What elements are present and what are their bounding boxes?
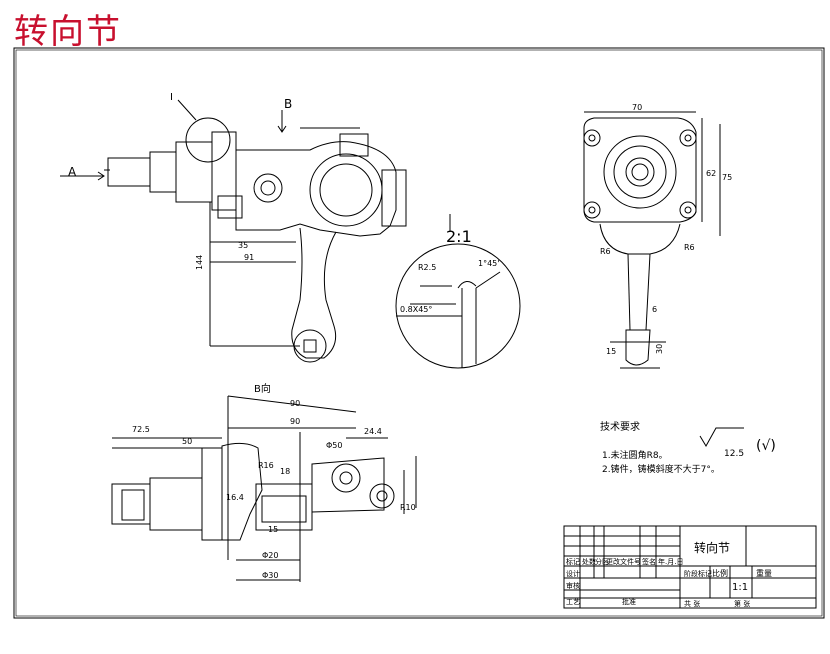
outer-frame xyxy=(13,47,825,619)
dim-6: 6 xyxy=(652,305,657,314)
title-block-row-design: 设计 xyxy=(566,569,580,578)
roughness-value: 12.5 xyxy=(724,449,744,459)
dim-30: 30 xyxy=(655,344,664,354)
title-block-scale-label: 比例 xyxy=(712,568,728,578)
title-block-row-mark: 标记 xyxy=(566,557,580,566)
view-b-label: B向 xyxy=(254,382,271,395)
dim-r6-right: R6 xyxy=(684,243,695,252)
notes-item-2: 2.铸件，铸模斜度不大于7°。 xyxy=(602,463,720,475)
roughness-check: (√) xyxy=(756,438,776,454)
callout-i-label: I xyxy=(170,92,173,103)
dim-72-5: 72.5 xyxy=(132,425,150,434)
dim-r10: R10 xyxy=(400,503,416,512)
roughness-symbol xyxy=(699,427,744,447)
dim-phi30: Φ30 xyxy=(262,571,278,580)
view-b xyxy=(111,395,417,582)
title-block-sheets: 共 张 xyxy=(684,599,700,608)
dim-35: 35 xyxy=(238,241,248,250)
notes-item-1: 1.未注圆角R8。 xyxy=(602,449,668,461)
title-block-scale: 1:1 xyxy=(732,582,748,593)
title-block-row-review: 审核 xyxy=(566,581,580,590)
title-block-part-name: 转向节 xyxy=(694,540,730,555)
dim-detail-08: 0.8X45° xyxy=(400,305,432,314)
dim-16-4: 16.4 xyxy=(226,493,244,502)
dim-r6-left: R6 xyxy=(600,247,611,256)
title-block-sheet-no: 第 张 xyxy=(734,599,750,608)
front-view xyxy=(60,99,407,363)
detail-view-i xyxy=(395,214,521,369)
dim-15-b: 15 xyxy=(268,525,278,534)
title-block-col-count: 处数 xyxy=(582,557,596,566)
dim-24-4: 24.4 xyxy=(364,427,382,436)
dim-144: 144 xyxy=(195,255,204,270)
dim-15: 15 xyxy=(606,347,616,356)
title-block-qty-label: 重量 xyxy=(756,568,772,578)
arrow-b-label: B xyxy=(284,97,292,111)
title-block-approve: 批准 xyxy=(622,597,636,606)
dim-70: 70 xyxy=(632,103,642,112)
detail-scale-label: 2:1 xyxy=(446,227,472,246)
title-block xyxy=(563,525,817,609)
title-block-row-process: 工艺 xyxy=(566,598,580,606)
detail-circle-i xyxy=(185,117,231,163)
dim-r16: R16 xyxy=(258,461,274,470)
dim-phi50: Φ50 xyxy=(326,441,342,450)
dim-r2-5: R2.5 xyxy=(418,263,436,272)
title-block-col-zone: 分区 xyxy=(595,557,609,566)
inner-frame xyxy=(15,49,823,617)
dim-91: 91 xyxy=(244,253,254,262)
title-block-stage: 阶段标记 xyxy=(684,569,712,578)
notes-heading: 技术要求 xyxy=(600,420,640,433)
dim-50: 50 xyxy=(182,437,192,446)
dim-90b: 90 xyxy=(290,417,300,426)
dim-62: 62 xyxy=(706,169,716,178)
page-title: 转向节 xyxy=(14,12,122,52)
title-block-col-file: 更改文件号 xyxy=(606,557,641,566)
title-block-col-sign: 签名 xyxy=(642,557,656,566)
dim-90a: 90 xyxy=(290,399,300,408)
dim-18: 18 xyxy=(280,467,290,476)
dim-75: 75 xyxy=(722,173,732,182)
dim-phi20: Φ20 xyxy=(262,551,278,560)
side-view xyxy=(583,111,721,369)
arrow-a-label: A xyxy=(68,165,77,179)
title-block-col-date: 年.月.日 xyxy=(658,557,683,566)
dim-chamfer: 1°45' xyxy=(478,259,499,268)
